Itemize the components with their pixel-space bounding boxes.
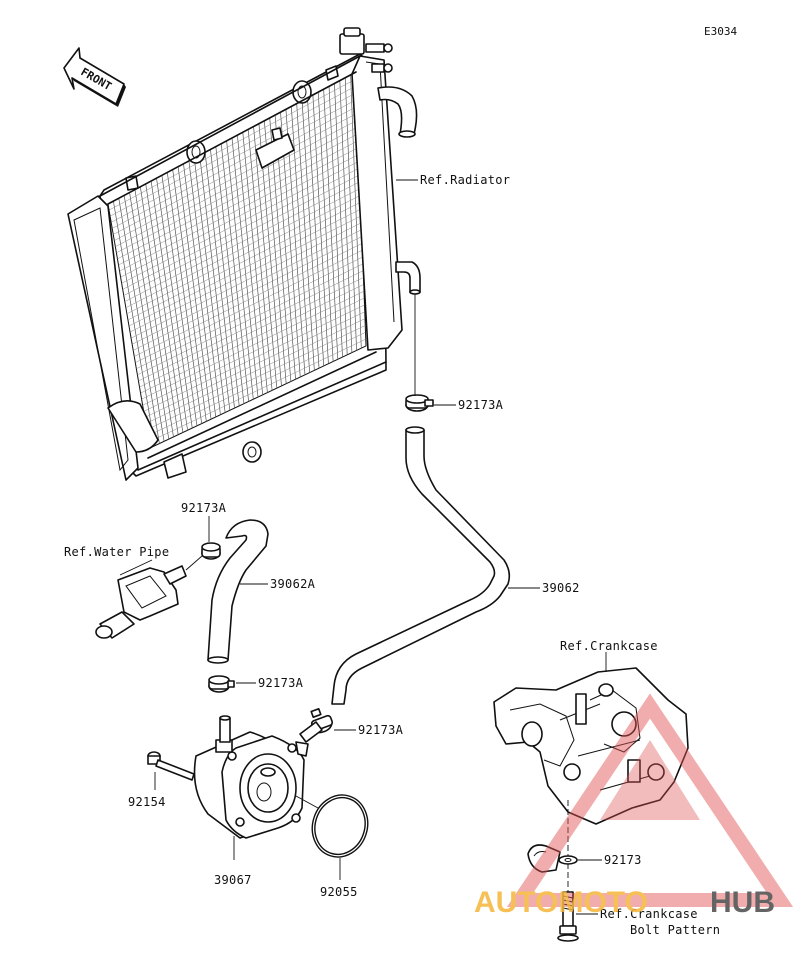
clamp-left <box>201 542 221 560</box>
clamp-upper <box>405 394 434 412</box>
label-clamp-lower-right: 92173A <box>358 723 404 737</box>
label-hose-long: 39062 <box>542 581 580 595</box>
crankcase <box>493 667 689 825</box>
hose-long <box>331 426 511 705</box>
radiator <box>67 27 421 481</box>
label-hose-short: 39062A <box>270 577 316 591</box>
hose-short <box>207 519 269 664</box>
label-bolt: 92154 <box>128 795 166 809</box>
front-arrow: FRONT <box>63 47 126 107</box>
label-oil-cooler: 39067 <box>214 873 252 887</box>
label-clamp-crankcase: 92173 <box>604 853 642 867</box>
water-pipe <box>95 565 187 639</box>
clamp-crankcase <box>527 844 561 873</box>
label-clamp-upper: 92173A <box>458 398 504 412</box>
label-ref-crankcase-bolt-2: Bolt Pattern <box>630 923 720 937</box>
washer <box>558 855 578 865</box>
bolt-crankcase <box>557 891 579 942</box>
label-o-ring-text: 92055 <box>320 885 358 899</box>
diagram-code: E3034 <box>704 25 737 38</box>
label-clamp-lower-left: 92173A <box>258 676 304 690</box>
clamp-lower-left <box>208 675 235 693</box>
o-ring <box>311 794 369 858</box>
watermark-word-a: AUTOMOTO <box>474 886 648 919</box>
label-clamp-left: 92173A <box>181 501 227 515</box>
label-ref-radiator: Ref.Radiator <box>420 173 510 187</box>
watermark-logo: AUTOMOTO HUB <box>474 693 794 919</box>
label-ref-crankcase: Ref.Crankcase <box>560 639 658 653</box>
label-ref-water-pipe: Ref.Water Pipe <box>64 545 169 559</box>
oil-cooler <box>193 715 323 839</box>
watermark-word-b: HUB <box>710 886 775 919</box>
bolt-92154 <box>147 751 195 781</box>
label-ref-crankcase-bolt-1: Ref.Crankcase <box>600 907 698 921</box>
